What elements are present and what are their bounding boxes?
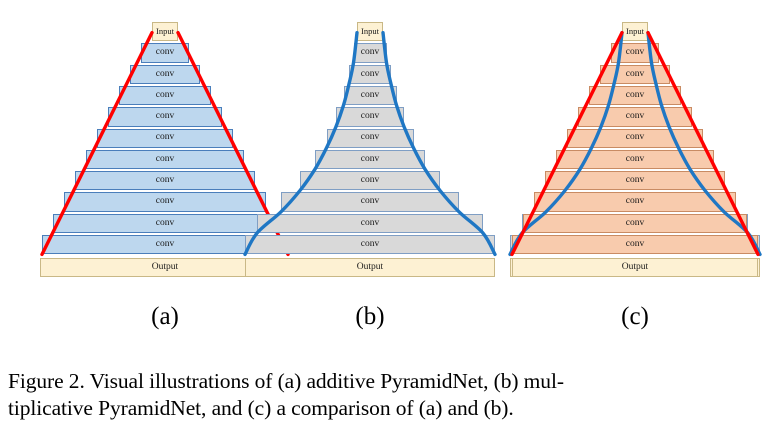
conv-block: conv xyxy=(336,107,404,127)
conv-block: conv xyxy=(257,213,483,234)
output-block: Output xyxy=(245,257,495,278)
conv-block: conv xyxy=(130,64,200,84)
input-block: Input xyxy=(357,22,383,42)
conv-block: conv xyxy=(119,85,211,106)
conv-block: conv xyxy=(300,171,440,191)
conv-block: conv xyxy=(97,128,233,148)
panel-label-a: (a) xyxy=(151,303,179,330)
conv-block: conv xyxy=(75,171,255,191)
conv-block: conv xyxy=(108,107,222,127)
conv-block: conv xyxy=(64,192,266,212)
input-block: Input xyxy=(622,22,648,42)
conv-block: conv xyxy=(245,235,495,255)
conv-block: conv xyxy=(545,171,725,191)
conv-block: conv xyxy=(326,128,414,148)
conv-block: conv xyxy=(556,149,714,170)
panel-label-c: (c) xyxy=(621,303,649,330)
conv-block: conv xyxy=(534,192,736,212)
conv-block: conv xyxy=(578,107,692,127)
conv-block: conv xyxy=(523,213,747,234)
conv-block: conv xyxy=(589,85,681,106)
conv-block: conv xyxy=(281,192,459,212)
conv-block: conv xyxy=(349,64,391,84)
conv-block: conv xyxy=(141,43,189,63)
conv-block: conv xyxy=(567,128,703,148)
figure-caption: Figure 2. Visual illustrations of (a) ad… xyxy=(8,368,764,422)
output-block: Output xyxy=(512,257,758,278)
conv-block: conv xyxy=(315,149,425,170)
caption-line-1: Figure 2. Visual illustrations of (a) ad… xyxy=(8,369,564,393)
conv-block: conv xyxy=(343,85,397,106)
caption-line-2: tiplicative PyramidNet, and (c) a compar… xyxy=(8,396,514,420)
conv-block: conv xyxy=(86,149,244,170)
panel-label-b: (b) xyxy=(355,303,385,330)
conv-block: conv xyxy=(512,235,758,255)
conv-block: conv xyxy=(600,64,670,84)
conv-block: conv xyxy=(611,43,659,63)
input-block: Input xyxy=(152,22,178,42)
conv-block: conv xyxy=(353,43,387,63)
